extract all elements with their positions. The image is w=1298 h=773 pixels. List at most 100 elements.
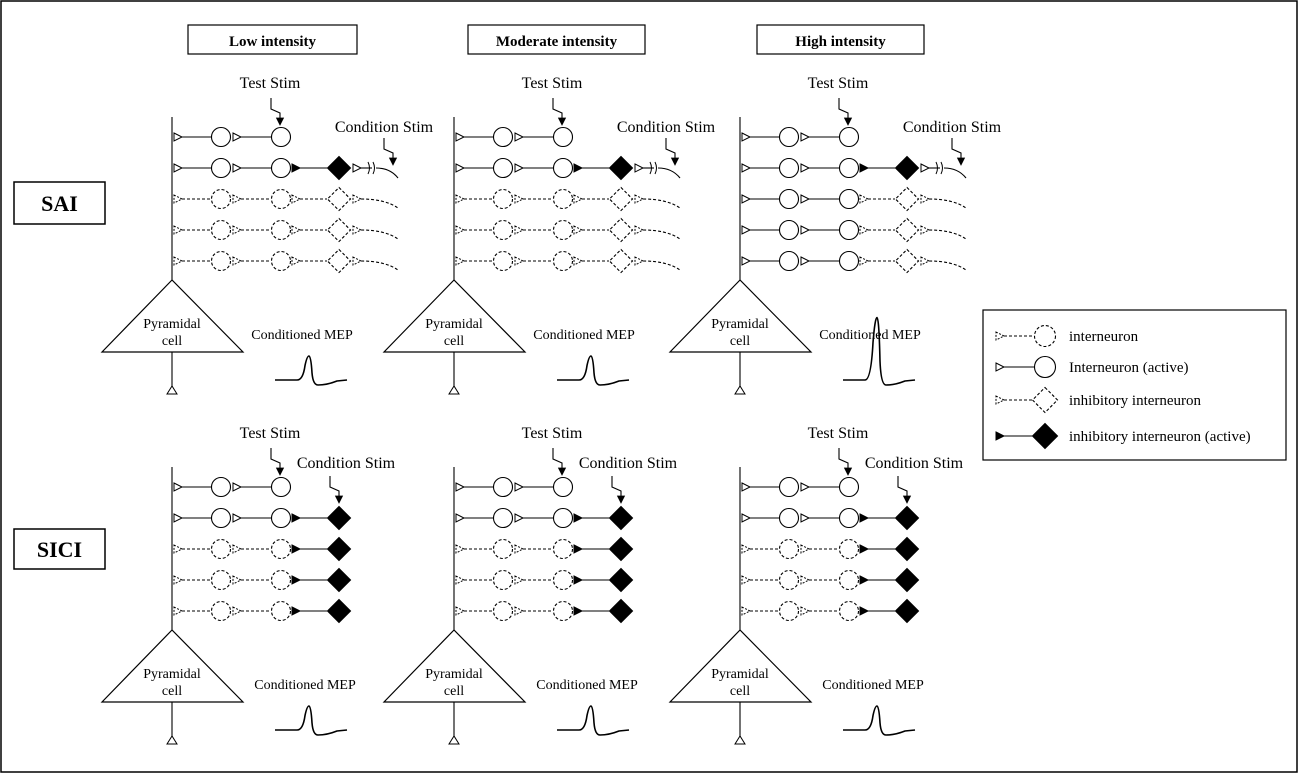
interneuron [552, 188, 574, 210]
test-stim-label: Test Stim [240, 425, 301, 442]
synapse-terminal [741, 513, 752, 523]
afferent-fiber [360, 260, 399, 271]
interneuron-icon [1033, 324, 1057, 348]
inhibitory-interneuron [608, 186, 634, 212]
fiber-break [367, 161, 375, 175]
interneuron [210, 188, 232, 210]
interneuron [778, 538, 800, 560]
inhibitory-synapse-terminal [291, 575, 302, 585]
afferent-fiber [657, 167, 681, 179]
fiber-break [935, 161, 943, 175]
pyramidal-cell-label: Pyramidal [425, 317, 483, 332]
interneuron-row-5 [455, 248, 681, 274]
test-stim-arrow-arrowhead [843, 467, 853, 476]
interneuron-active [778, 157, 800, 179]
test-stim-arrow [552, 448, 563, 471]
interneuron-row-4 [455, 567, 634, 593]
condition-stim-arrow [611, 476, 622, 499]
synapse-terminal [741, 225, 752, 235]
test-stim-arrow-arrowhead [275, 117, 285, 126]
test-stim-arrow-arrowhead [557, 117, 567, 126]
interneuron-active [838, 157, 860, 179]
conditioned-mep-label: Conditioned MEP [536, 678, 638, 693]
interneuron [838, 600, 860, 622]
inhibitory-synapse-terminal [859, 163, 870, 173]
synapse-terminal [352, 256, 363, 266]
pyramidal-cell-label: Pyramidal [143, 317, 201, 332]
pyramidal-cell-label: Pyramidal [425, 667, 483, 682]
afferent-fiber [943, 167, 967, 179]
synapse-terminal [741, 256, 752, 266]
inhibitory-interneuron-active [326, 598, 352, 624]
test-stim-label: Test Stim [522, 425, 583, 442]
synapse-terminal [455, 132, 466, 142]
synapse-terminal [232, 606, 243, 616]
synapse-terminal [995, 362, 1006, 372]
afferent-fiber [642, 229, 681, 240]
interneuron [838, 569, 860, 591]
interneuron-row-5 [455, 598, 634, 624]
legend-item-3: inhibitory interneuron [995, 386, 1202, 414]
interneuron-active [210, 507, 232, 529]
inhibitory-synapse-terminal [291, 513, 302, 523]
inhibitory-synapse-terminal [859, 513, 870, 523]
interneuron [210, 250, 232, 272]
synapse-terminal [173, 513, 184, 523]
synapse-terminal [455, 225, 466, 235]
interneuron-row-5 [741, 598, 920, 624]
interneuron-active [492, 157, 514, 179]
column-header-label: Moderate intensity [496, 34, 618, 50]
test-stim-arrow-arrowhead [275, 467, 285, 476]
interneuron-row-4 [173, 567, 352, 593]
interneuron [210, 219, 232, 241]
synapse-terminal [173, 225, 184, 235]
interneuron-active [838, 507, 860, 529]
interneuron-row-5 [173, 248, 399, 274]
synapse-terminal [173, 544, 184, 554]
inhibitory-synapse-terminal [291, 544, 302, 554]
interneuron-active [838, 188, 860, 210]
synapse-terminal [859, 256, 870, 266]
test-stim-label: Test Stim [808, 425, 869, 442]
interneuron-row-2 [741, 505, 920, 531]
inhibitory-synapse-terminal [859, 544, 870, 554]
synapse-terminal [741, 194, 752, 204]
fiber-break [649, 161, 657, 175]
interneuron-row-1 [173, 126, 292, 148]
conditioned-mep-label: Conditioned MEP [254, 678, 356, 693]
interneuron [270, 250, 292, 272]
inhibitory-synapse-terminal [573, 513, 584, 523]
inhibitory-synapse-terminal [291, 606, 302, 616]
synapse-terminal [232, 163, 243, 173]
axon-terminal [734, 385, 746, 395]
synapse-terminal [920, 225, 931, 235]
condition-stim-arrow [329, 476, 340, 499]
interneuron-row-3 [455, 186, 681, 212]
synapse-terminal [455, 163, 466, 173]
synapse-terminal [995, 395, 1006, 405]
interneuron-row-4 [455, 217, 681, 243]
legend-item-label: interneuron [1069, 329, 1139, 345]
synapse-terminal [800, 513, 811, 523]
afferent-fiber [928, 198, 967, 209]
inhibitory-interneuron-active [326, 536, 352, 562]
synapse-terminal [995, 331, 1006, 341]
row-label-sai: SAI [13, 181, 106, 225]
inhibitory-synapse-terminal [573, 544, 584, 554]
synapse-terminal [232, 225, 243, 235]
interneuron-active-icon [1033, 355, 1057, 379]
legend-item-label: inhibitory interneuron [1069, 393, 1202, 409]
inhibitory-interneuron [894, 186, 920, 212]
interneuron-active [492, 126, 514, 148]
pyramidal-cell-label: cell [730, 334, 750, 349]
synapse-terminal [800, 482, 811, 492]
column-header-low: Low intensity [187, 24, 358, 55]
inhibitory-interneuron-active [894, 155, 920, 181]
interneuron-active [778, 507, 800, 529]
afferent-fiber [642, 260, 681, 271]
inhibitory-interneuron [326, 248, 352, 274]
test-stim-arrow [270, 448, 281, 471]
synapse-terminal [232, 194, 243, 204]
